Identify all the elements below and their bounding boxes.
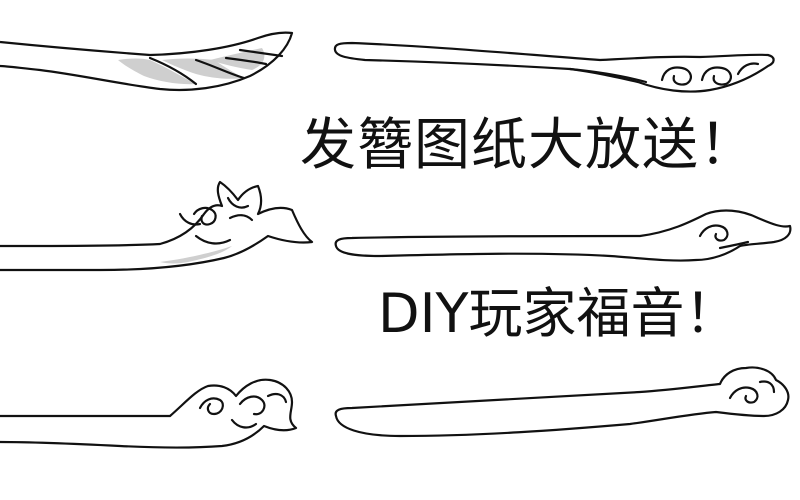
cloud-scroll-hairpin-icon <box>333 41 775 93</box>
headline-secondary: DIY玩家福音！ <box>378 282 739 345</box>
headline-primary: 发簪图纸大放送！ <box>300 113 756 178</box>
feather-hairpin-icon <box>0 31 294 92</box>
round-cloud-hairpin-icon <box>334 366 790 438</box>
scroll-hook-hairpin-icon <box>334 209 792 262</box>
curly-cloud-hairpin-icon <box>0 378 298 449</box>
lotus-flower-hairpin-icon <box>0 180 314 272</box>
